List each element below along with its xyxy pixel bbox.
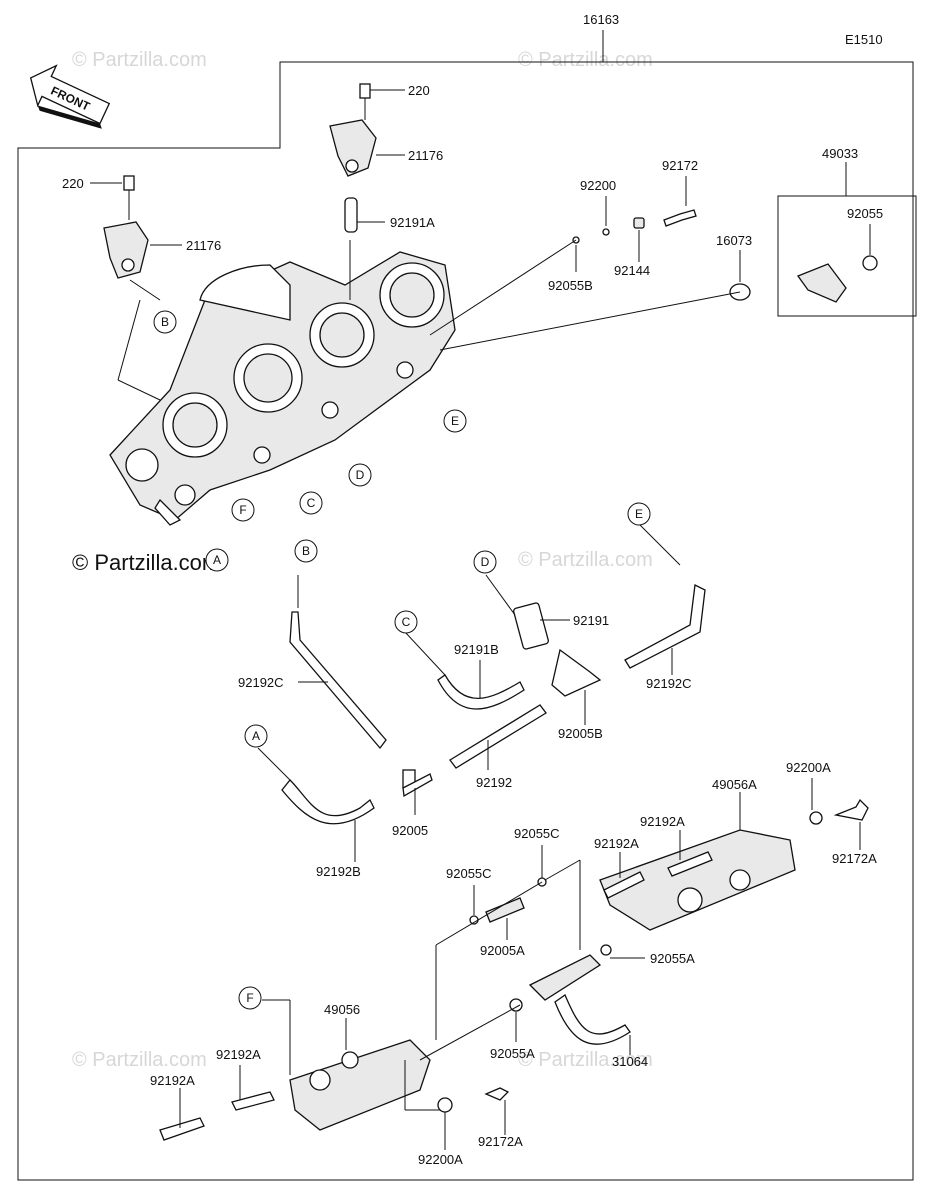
throttle-body-assembly xyxy=(109,251,456,526)
part-label: 220 xyxy=(408,83,430,98)
part-label: 16073 xyxy=(716,233,752,248)
assembly-frame xyxy=(17,61,914,1181)
svg-text:A: A xyxy=(252,729,260,743)
callout-e: E xyxy=(627,502,651,526)
callout-c-top: C xyxy=(299,491,323,515)
svg-text:B: B xyxy=(161,315,169,329)
svg-text:E: E xyxy=(635,507,643,521)
callout-d-top: D xyxy=(348,463,372,487)
callout-b: B xyxy=(294,539,318,563)
part-label: 92055B xyxy=(548,278,593,293)
fuel-rails xyxy=(159,798,869,1141)
watermark-text: © Partzilla.com xyxy=(518,49,653,71)
part-label: 92191 xyxy=(573,613,609,628)
part-label: 49033 xyxy=(822,146,858,161)
watermark-text: © Partzilla.com xyxy=(72,1049,207,1071)
svg-text:D: D xyxy=(356,468,365,482)
part-label: 92200A xyxy=(418,1152,463,1167)
callout-markers: B E D C F A B E D C A F xyxy=(153,310,651,1010)
part-label: 92055 xyxy=(847,206,883,221)
part-label: 220 xyxy=(62,176,84,191)
part-label: 92200 xyxy=(580,178,616,193)
part-label: 49056 xyxy=(324,1002,360,1017)
part-label: 92055C xyxy=(514,826,560,841)
part-label: 92192A xyxy=(594,836,639,851)
part-label: 92192A xyxy=(150,1073,195,1088)
part-label: 92200A xyxy=(786,760,831,775)
svg-text:E: E xyxy=(451,414,459,428)
svg-text:F: F xyxy=(246,991,253,1005)
part-label: 92055A xyxy=(650,951,695,966)
sensor-21176-top xyxy=(329,83,377,233)
part-label: 92192C xyxy=(646,676,692,691)
part-label: 92005B xyxy=(558,726,603,741)
part-label: 92191A xyxy=(390,215,435,230)
part-label: 92172A xyxy=(832,851,877,866)
part-label: 92192 xyxy=(476,775,512,790)
callout-f-top: F xyxy=(231,498,255,522)
part-label: 92055A xyxy=(490,1046,535,1061)
watermarks: © Partzilla.com © Partzilla.com © Partzi… xyxy=(72,49,653,1071)
assembly-number: 16163 xyxy=(583,12,619,27)
diagram-code: E1510 xyxy=(845,32,883,47)
part-label: 92144 xyxy=(614,263,650,278)
part-label: 92172A xyxy=(478,1134,523,1149)
watermark-text: © Partzilla.com xyxy=(72,49,207,71)
watermark-text-strong: © Partzilla.com xyxy=(72,550,220,575)
part-label: 92005 xyxy=(392,823,428,838)
part-label: 92005A xyxy=(480,943,525,958)
hoses xyxy=(281,584,706,825)
svg-text:F: F xyxy=(239,503,246,517)
part-label: 92191B xyxy=(454,642,499,657)
callout-e-top: E xyxy=(443,409,467,433)
part-label: 92172 xyxy=(662,158,698,173)
callout-b-top: B xyxy=(153,310,177,334)
watermark-text: © Partzilla.com xyxy=(518,549,653,571)
part-label: 92192A xyxy=(216,1047,261,1062)
part-label: 92192C xyxy=(238,675,284,690)
part-label: 92192A xyxy=(640,814,685,829)
part-label: 21176 xyxy=(408,148,443,163)
sensor-21176-left xyxy=(103,175,149,279)
part-label: 92055C xyxy=(446,866,492,881)
callout-d: D xyxy=(473,550,497,574)
callout-f: F xyxy=(238,986,262,1010)
callout-c: C xyxy=(394,610,418,634)
callout-a-top: A xyxy=(205,548,229,572)
part-label: 31064 xyxy=(612,1054,648,1069)
callout-a: A xyxy=(244,724,268,748)
part-label: 21176 xyxy=(186,238,221,253)
part-labels: 220 21176 220 21176 92191A 92055B 92200 … xyxy=(62,83,883,1167)
svg-text:C: C xyxy=(307,496,316,510)
svg-text:D: D xyxy=(481,555,490,569)
svg-text:A: A xyxy=(213,553,221,567)
watermark-text: © Partzilla.com xyxy=(518,1049,653,1071)
svg-text:B: B xyxy=(302,544,310,558)
part-label: 49056A xyxy=(712,777,757,792)
svg-text:C: C xyxy=(402,615,411,629)
leader-lines xyxy=(90,89,871,1150)
part-label: 92192B xyxy=(316,864,361,879)
